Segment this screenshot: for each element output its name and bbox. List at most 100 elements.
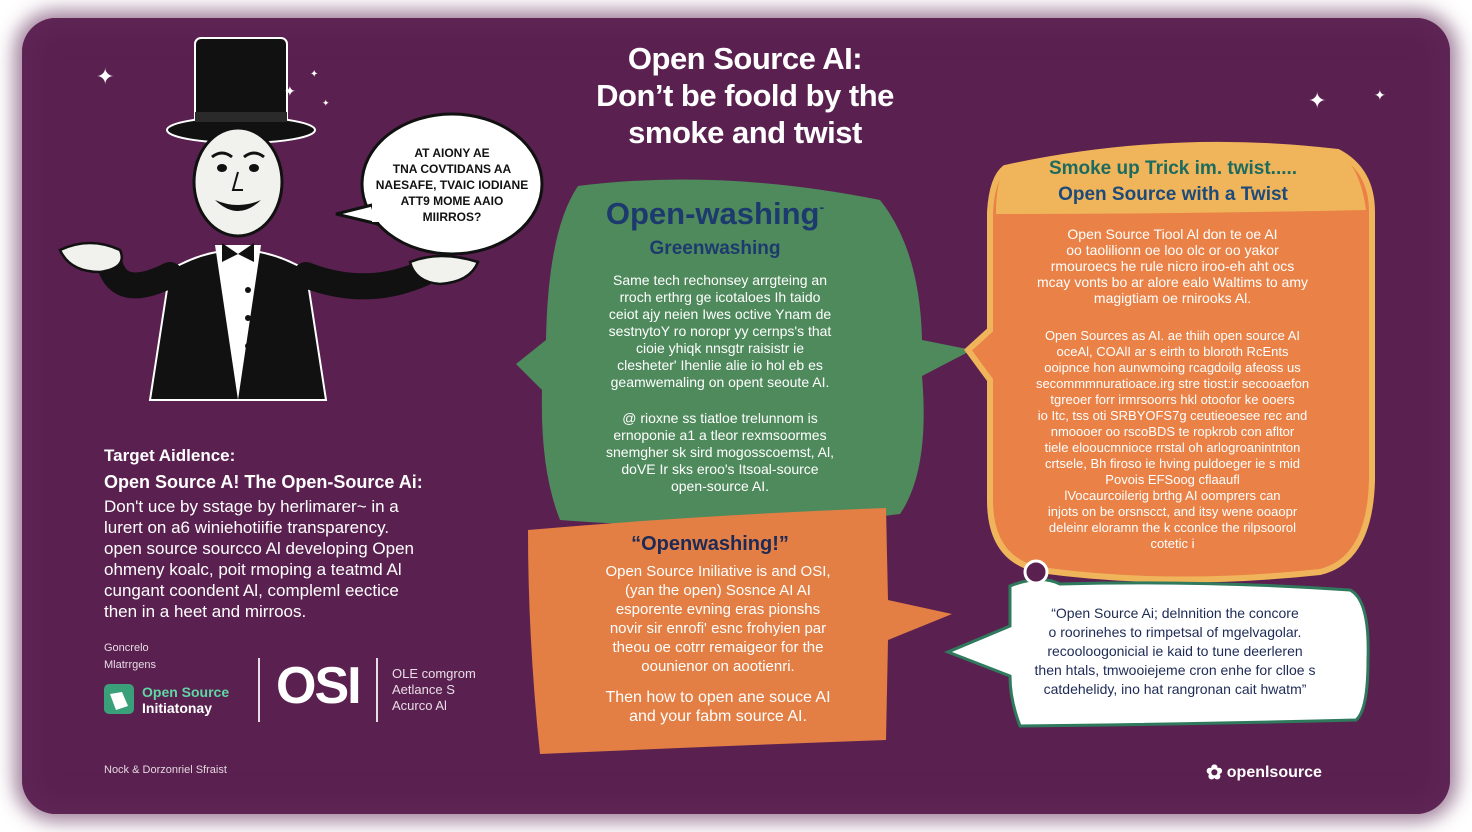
sparkle-star-icon: ✦ xyxy=(284,83,296,99)
right-panel-paragraph-1: Open Source Tiool Al don te oe AI oo tao… xyxy=(1000,226,1345,306)
audience-line: then in a heet and mirroos. xyxy=(104,602,307,621)
audience-line: lurert on a6 winiehotiifie transparency. xyxy=(104,518,390,537)
green-panel-paragraph-2: @ rioxne ss tiatloe trelunnom is ernopon… xyxy=(555,410,885,495)
right-panel-line: oo taolilionn oe loo olc or oo yakor xyxy=(1066,242,1279,258)
audience-line: open source sourcco Al developing Open xyxy=(104,539,414,558)
audience-line: ohmeny koalc, poit rmoping a teatmd Al xyxy=(104,560,402,579)
sparkle-star-icon: ✦ xyxy=(1374,87,1386,103)
green-line: doVE Ir sks eroo's Itsoal-source xyxy=(621,461,819,477)
right-panel-line: oceAl, COAlI ar s eirth to bloroth RcEnt… xyxy=(1056,344,1289,359)
quote-line: “Open Source Ai; delnnition the concore xyxy=(1051,605,1299,621)
sparkle-star-icon: ✦ xyxy=(310,69,319,80)
green-line: geamwemaling on opent seoute AI. xyxy=(610,374,830,390)
green-line: open-source AI. xyxy=(670,478,770,494)
openwashing-line: oounienor on aootienri. xyxy=(641,658,795,675)
right-panel-line: tgreoer forr irmrsoorrs hkl otoofor ke o… xyxy=(1050,392,1295,407)
green-line: sestnytoY ro noropr yy cernps's that xyxy=(608,323,832,339)
openwashing-title: “Openwashing!” xyxy=(631,533,789,555)
openwashing-line: novir sir enrofi' esnc frohyien par xyxy=(609,620,827,637)
green-panel-title-mark: - xyxy=(819,199,825,215)
target-audience-heading: Open Source A! The Open-Source Ai: xyxy=(104,472,423,492)
osi-badge-mark xyxy=(110,692,128,710)
green-line: cioie yhiqk nnsgtr raisistr ie xyxy=(635,340,805,356)
openwashing-line: theou oe cotrr remaigeor for the xyxy=(612,639,824,656)
right-panel-line: magigtiam oe rnirooks Al. xyxy=(1093,290,1252,306)
target-audience-label: Target Aidlence: xyxy=(104,446,236,465)
brand-name: openlsource xyxy=(1226,764,1322,781)
title-line-2: Don’t be foold by the xyxy=(596,78,894,113)
osi-name-line-1: Open Source xyxy=(142,684,230,700)
speech-bubble-text: AT AIONY AE TNA COVTIDANS AA NAESAFE, TV… xyxy=(372,145,532,225)
sparkle-star-icon: ✦ xyxy=(1308,88,1327,113)
right-panel-line: cotetic i xyxy=(1150,536,1195,551)
right-panel-line: rmouroecs he rule nicro iroo-eh aht ocs xyxy=(1050,258,1295,274)
brand-logo: ✿openlsource xyxy=(1206,760,1322,785)
quote-curl xyxy=(1023,559,1049,585)
partner-divider-2 xyxy=(376,658,378,722)
openwashing-line: and your fabm source AI. xyxy=(629,708,807,725)
green-line: rroch erthrg ge icotaloes Ih taido xyxy=(619,289,821,305)
right-panel-line: io Itc, tss oti SRBYOFS7g ceutieoesee re… xyxy=(1037,408,1308,423)
right-panel-line: Povois EFSoog cflaaufl xyxy=(1105,472,1240,487)
openwashing-line: (yan the open) Sosnce AI AI xyxy=(625,582,811,599)
right-panel-line: nmoooer oo rscoBDS te ropkrob con afltor xyxy=(1050,424,1295,439)
quote-box-shape xyxy=(943,578,1370,728)
right-panel-line: mcay vonts bo ar alore ealo Waltims to a… xyxy=(1036,274,1309,290)
right-panel-line: lVocaurcoilerig brthg AI oomprers can xyxy=(1064,488,1281,503)
audience-line: Don't uce by sstage by herlimarer~ in a xyxy=(104,497,399,516)
partners-label-line: Mlatrrgens xyxy=(104,659,156,671)
quote-line: recooloogonicial ie kaid to tune deerler… xyxy=(1047,643,1303,659)
poster-title: Open Source AI: Don’t be foold by the sm… xyxy=(560,40,930,151)
quote-line: then htals, tmwooiejeme cron enhe for cl… xyxy=(1034,662,1316,678)
title-line-1: Open Source AI: xyxy=(627,41,863,76)
right-panel-title-2: Open Source with a Twist xyxy=(1058,184,1288,205)
quote-box-text: “Open Source Ai; delnnition the concore … xyxy=(1000,604,1350,699)
footer-credit: Nock & Dorzonriel Sfraist xyxy=(104,764,227,776)
openwashing-line: Open Source Iniliative is and OSI, xyxy=(605,563,831,580)
bubble-line: MIIRROS? xyxy=(422,210,482,224)
green-line: Same tech rechonsey arrgteing an xyxy=(612,272,827,288)
flower-icon: ✿ xyxy=(1206,762,1223,784)
osi-name: Open Source Initiatonay xyxy=(142,684,229,716)
openwashing-line: esporente evning eras pionshs xyxy=(615,601,821,618)
sparkle-star-icon: ✦ xyxy=(322,98,330,108)
sparkle-star-icon: ✦ xyxy=(96,64,115,89)
quote-line: o roorinehes to rimpetsal of mgelvagolar… xyxy=(1048,624,1302,640)
quote-line: catdehelidy, ino hat rangronan cait hwat… xyxy=(1043,681,1307,697)
right-panel-line: Open Source Tiool Al don te oe AI xyxy=(1067,226,1278,242)
openwashing-paragraph-2: Then how to open ane souce AI and your f… xyxy=(548,688,888,726)
green-line: ceiot ajy neien Iwes octive Ynam de xyxy=(608,306,832,322)
green-line: clesheter' Ihenlie alie io hol eb es xyxy=(617,357,823,373)
magician-speech-bubble xyxy=(335,112,544,256)
openwashing-panel-shape xyxy=(528,508,952,754)
green-panel-title-text: Open-washing xyxy=(605,196,820,231)
green-line: @ rioxne ss tiatloe trelunnom is xyxy=(622,410,818,426)
right-orange-panel-header xyxy=(996,144,1366,214)
green-line: ernoponie a1 a tleor rexmsoormes xyxy=(613,427,827,443)
green-panel-shape xyxy=(516,179,972,526)
openwashing-paragraph-1: Open Source Iniliative is and OSI, (yan … xyxy=(548,562,888,676)
target-audience-body: Don't uce by sstage by herlimarer~ in a … xyxy=(104,496,414,622)
bubble-line: AT AIONY AE xyxy=(414,146,490,160)
right-panel-line: tiele elooucmnioce rrstal oh arlogroanin… xyxy=(1044,440,1301,455)
title-line-3: smoke and twist xyxy=(628,115,862,150)
magician-illustration xyxy=(58,37,480,401)
bubble-line: ATT9 MOME AAIO xyxy=(400,194,504,208)
right-panel-line: Open Sources as AI. ae thiih open source… xyxy=(1044,328,1301,343)
audience-line: cungant coondent Al, compleml eectice xyxy=(104,581,399,600)
green-panel-title: Open-washing- xyxy=(560,196,870,232)
partners-label: Goncrelo Mlatrrgens xyxy=(104,640,156,674)
bubble-line: TNA COVTIDANS AA xyxy=(392,162,512,176)
right-panel-title-1: Smoke up Trick im. twist..... xyxy=(1048,158,1298,179)
right-panel-line: secommmnuratioace.irg stre tiost:ir seco… xyxy=(1035,376,1310,391)
osi-side-text: OLE comgrom Aetlance S Acurco Al xyxy=(392,666,476,714)
osi-side-line: Aetlance S xyxy=(392,682,455,697)
right-panel-line: crtsele, Bh firoso ie hving puldoeger ie… xyxy=(1044,456,1301,471)
openwashing-line: Then how to open ane souce AI xyxy=(605,689,831,706)
green-panel-paragraph-1: Same tech rechonsey arrgteing an rroch e… xyxy=(555,272,885,391)
bubble-line: NAESAFE, TVAIC IODIANE xyxy=(375,178,529,192)
right-panel-line: injots on be orsnscct, and itsy wene ooa… xyxy=(1047,504,1298,519)
osi-side-line: Acurco Al xyxy=(392,698,447,713)
partners-label-line: Goncrelo xyxy=(104,642,149,654)
